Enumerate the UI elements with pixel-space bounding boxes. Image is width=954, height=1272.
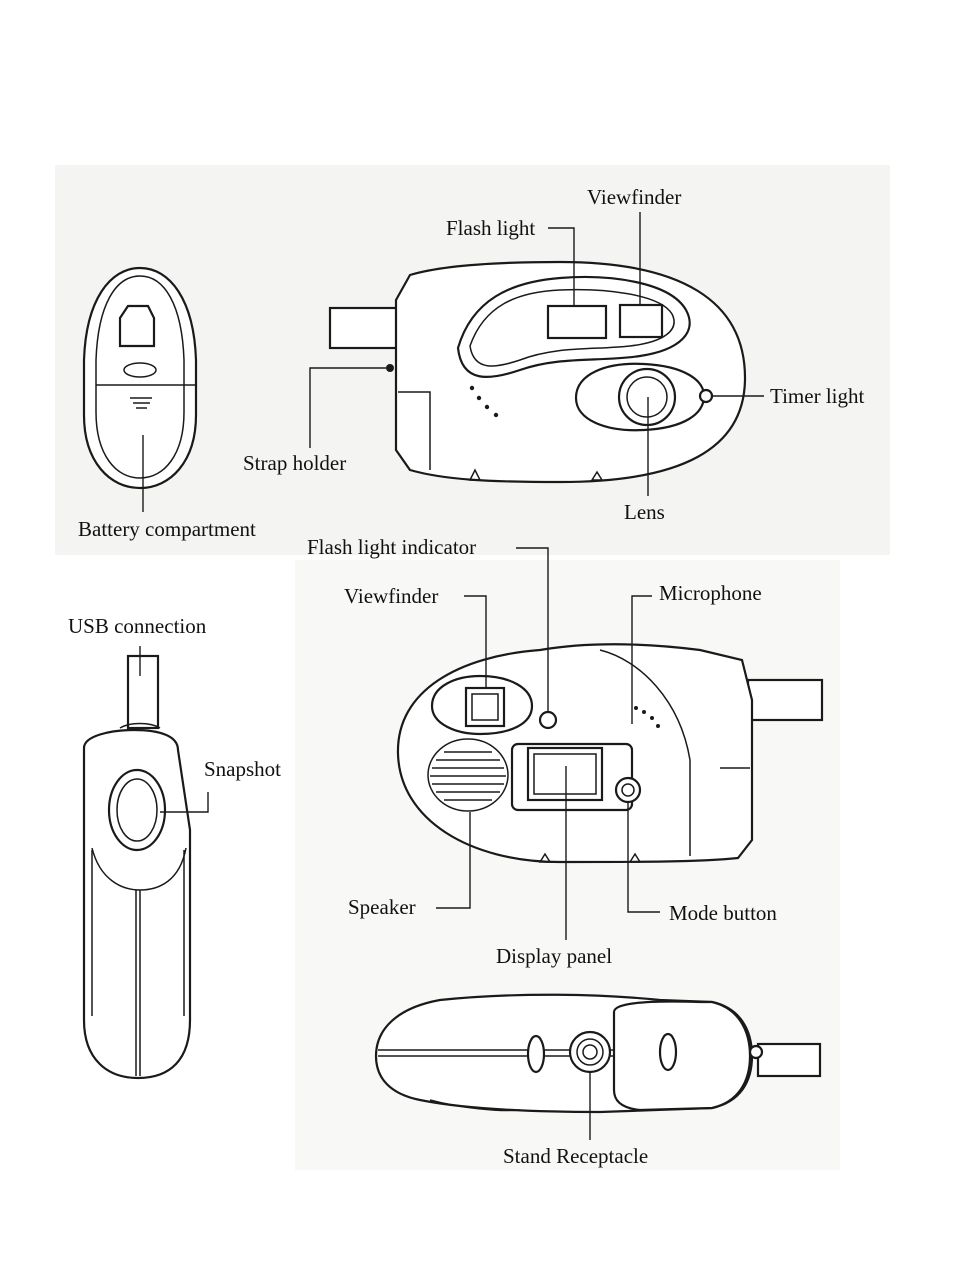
label-display-panel: Display panel xyxy=(496,946,612,967)
label-battery-compartment: Battery compartment xyxy=(78,519,256,540)
usb-plug-bottom xyxy=(758,1044,820,1076)
flash-light-window xyxy=(548,306,606,338)
usb-plug-back xyxy=(748,680,822,720)
battery-latch xyxy=(120,306,154,346)
viewfinder-window-front xyxy=(620,305,662,337)
stand-receptacle xyxy=(570,1032,610,1072)
label-viewfinder-front: Viewfinder xyxy=(587,187,681,208)
flash-light-indicator-lamp xyxy=(540,712,556,728)
label-microphone: Microphone xyxy=(659,583,762,604)
label-flash-light-indicator: Flash light indicator xyxy=(307,537,476,558)
label-lens: Lens xyxy=(624,502,665,523)
label-mode-button: Mode button xyxy=(669,903,777,924)
label-timer-light: Timer light xyxy=(770,386,864,407)
label-viewfinder-back: Viewfinder xyxy=(344,586,438,607)
display-panel-screen xyxy=(528,748,602,800)
camera-side-view xyxy=(84,646,208,1078)
label-flash-light: Flash light xyxy=(446,218,535,239)
label-strap-holder: Strap holder xyxy=(243,453,346,474)
label-snapshot: Snapshot xyxy=(204,759,281,780)
timer-light xyxy=(700,390,712,402)
usb-plug-front xyxy=(330,308,402,348)
mode-button xyxy=(616,778,640,802)
label-usb-connection: USB connection xyxy=(68,616,206,637)
usb-plug-side xyxy=(128,656,158,728)
label-stand-receptacle: Stand Receptacle xyxy=(503,1146,648,1167)
strap-holder-lug xyxy=(386,364,394,372)
label-speaker: Speaker xyxy=(348,897,416,918)
